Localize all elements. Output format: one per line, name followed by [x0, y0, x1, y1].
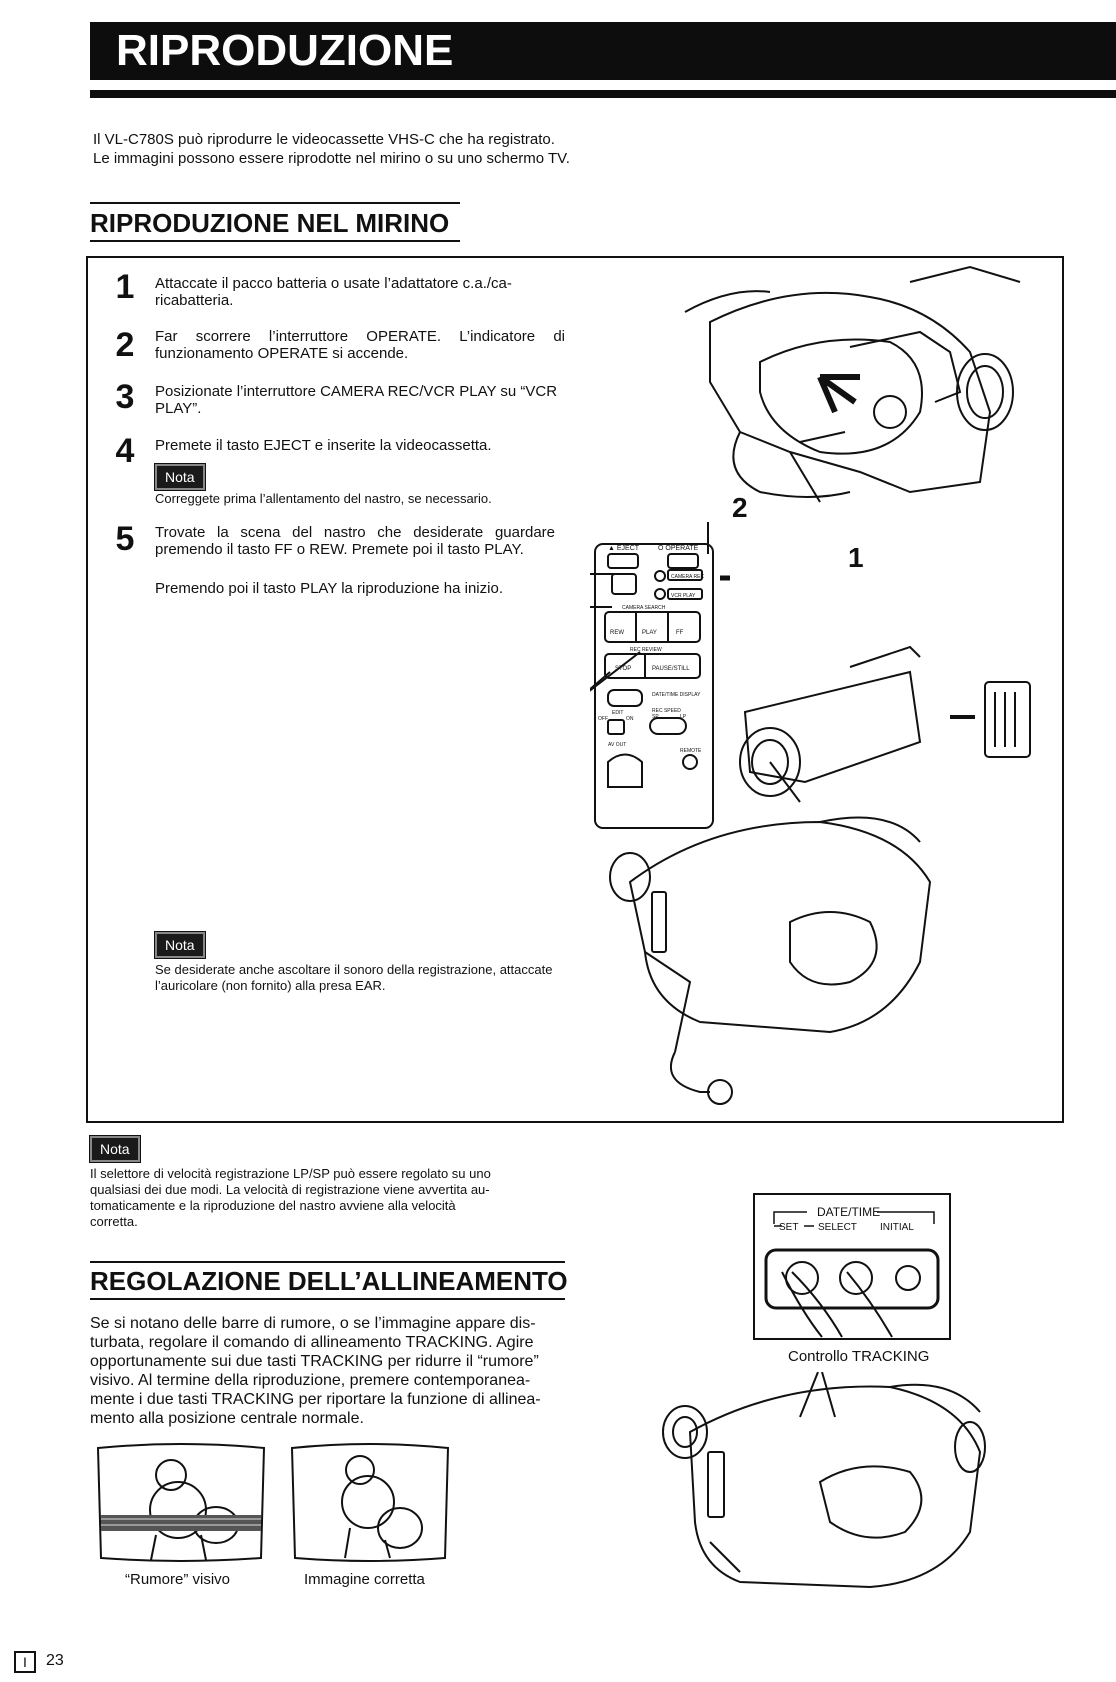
step-number: 4: [115, 432, 135, 470]
title-bar: [90, 22, 1116, 80]
datetime-initial: INITIAL: [880, 1222, 914, 1233]
nota-line: corretta.: [90, 1214, 138, 1229]
panel-operate-label: O OPERATE: [658, 545, 699, 552]
tracking-description: Se si notano delle barre di rumore, o se…: [90, 1314, 560, 1428]
intro-text: Il VL-C780S può riprodurre le videocasse…: [93, 130, 570, 168]
panel-play-label: PLAY: [642, 630, 657, 636]
panel-off-label: OFF: [598, 716, 608, 722]
section-title-viewfinder: RIPRODUZIONE NEL MIRINO: [90, 208, 450, 238]
panel-camera-search-label: CAMERA SEARCH: [622, 605, 666, 611]
camcorder-tracking-illustration: [662, 1372, 986, 1589]
datetime-set: SET: [779, 1222, 798, 1233]
page-number: 23: [46, 1652, 64, 1669]
panel-rec-review-label: REC REVIEW: [630, 647, 662, 653]
panel-av-out-label: AV OUT: [608, 742, 626, 748]
step-number: 5: [115, 520, 135, 558]
noise-picture-illustration: [96, 1443, 266, 1562]
description-line: mento alla posizione centrale normale.: [90, 1410, 364, 1427]
panel-camera-rec-label: CAMERA REC: [671, 574, 704, 580]
panel-sp-label: SP: [652, 714, 659, 720]
step-text: Posizionate l’interruttore CAMERA REC/VC…: [155, 383, 558, 417]
caption-noise: “Rumore” visivo: [125, 1571, 231, 1588]
nota-label: Nota: [154, 931, 206, 959]
step-number: 3: [115, 378, 135, 416]
camcorder-cassette-illustration: [739, 645, 1031, 797]
nota-text: Se desiderate anche ascoltare il sonoro …: [155, 962, 553, 993]
camcorder-earphone-illustration: [609, 816, 932, 1105]
panel-rec-speed-label: REC SPEED: [652, 708, 681, 714]
section-rule-top: [90, 202, 460, 204]
nota-badge: Nota: [154, 931, 206, 959]
panel-rew-label: REW: [610, 630, 624, 636]
callout-2: 2: [732, 492, 748, 523]
nota-text: Correggete prima l’allentamento del nast…: [155, 491, 492, 506]
section-rule-bottom: [90, 240, 460, 242]
camcorder-closeup-illustration: [684, 265, 1021, 503]
caption-correct: Immagine corretta: [304, 1571, 425, 1588]
section-rule-top: [90, 1261, 565, 1263]
panel-date-time-display-label: DATE/TIME DISPLAY: [652, 692, 701, 698]
step-text: Premete il tasto EJECT e inserite la vid…: [155, 437, 492, 454]
intro-line-2: Le immagini possono essere riprodotte ne…: [93, 150, 570, 167]
description-line: visivo. Al termine della riproduzione, p…: [90, 1372, 531, 1389]
correct-picture-illustration: [290, 1443, 450, 1562]
step-number: 1: [115, 268, 135, 306]
panel-lp-label: LP: [680, 714, 687, 720]
step-number: 2: [115, 326, 135, 364]
panel-stop-label: STOP: [615, 666, 631, 672]
panel-eject-label: ▲ EJECT: [608, 545, 640, 552]
panel-pause-still-label: PAUSE/STILL: [652, 666, 690, 672]
viewfinder-playback-box: [86, 256, 1064, 1123]
step-text: Far scorrere l’interruttore OPERATE. L’i…: [155, 328, 565, 362]
nota-line: Il selettore di velocità registrazione L…: [90, 1166, 491, 1181]
nota-badge: Nota: [89, 1135, 141, 1163]
panel-ff-label: FF: [676, 630, 684, 636]
camcorder-illustrations: ▲ EJECT O OPERATE CAMERA REC VCR PLAY CA…: [590, 265, 1031, 1105]
tracking-buttons-diagram: DATE/TIME SET SELECT INITIAL: [753, 1193, 951, 1340]
tracking-control-caption: Controllo TRACKING: [788, 1348, 930, 1365]
section-title-tracking: REGOLAZIONE DELL’ALLINEAMENTO: [90, 1266, 568, 1296]
intro-line-1: Il VL-C780S può riprodurre le videocasse…: [93, 131, 555, 148]
nota-label: Nota: [154, 463, 206, 491]
step-text: Trovate la scena del nastro che desidera…: [155, 524, 555, 558]
panel-edit-label: EDIT: [612, 710, 623, 716]
nota-line: tomaticamente e la riproduzione del nast…: [90, 1198, 456, 1213]
datetime-title: DATE/TIME: [817, 1205, 880, 1219]
nota-badge: Nota: [154, 463, 206, 491]
section-rule-bottom: [90, 1298, 565, 1300]
step-text: Attaccate il pacco batteria o usate l’ad…: [155, 275, 512, 309]
nota-speed-text: Il selettore di velocità registrazione L…: [90, 1166, 555, 1230]
description-line: Se si notano delle barre di rumore, o se…: [90, 1315, 536, 1332]
page-title: RIPRODUZIONE: [116, 26, 454, 75]
language-indicator: I: [14, 1651, 36, 1673]
description-line: mente i due tasti TRACKING per riportare…: [90, 1391, 541, 1408]
datetime-select: SELECT: [818, 1222, 857, 1233]
nota-line: qualsiasi dei due modi. La velocità di r…: [90, 1182, 490, 1197]
callout-lines: [590, 522, 801, 803]
nota-label: Nota: [89, 1135, 141, 1163]
panel-vcr-play-label: VCR PLAY: [671, 593, 696, 599]
step-text-continued: Premendo poi il tasto PLAY la riproduzio…: [155, 580, 503, 597]
description-line: turbata, regolare il comando di allineam…: [90, 1334, 534, 1351]
panel-on-label: ON: [626, 716, 634, 722]
panel-labels: ▲ EJECT O OPERATE CAMERA REC VCR PLAY CA…: [598, 545, 704, 754]
panel-remote-label: REMOTE: [680, 748, 702, 754]
header-rule: [90, 90, 1116, 98]
callout-1: 1: [848, 542, 864, 573]
description-line: opportunamente sui due tasti TRACKING pe…: [90, 1353, 539, 1370]
control-panel-illustration: [594, 543, 714, 829]
